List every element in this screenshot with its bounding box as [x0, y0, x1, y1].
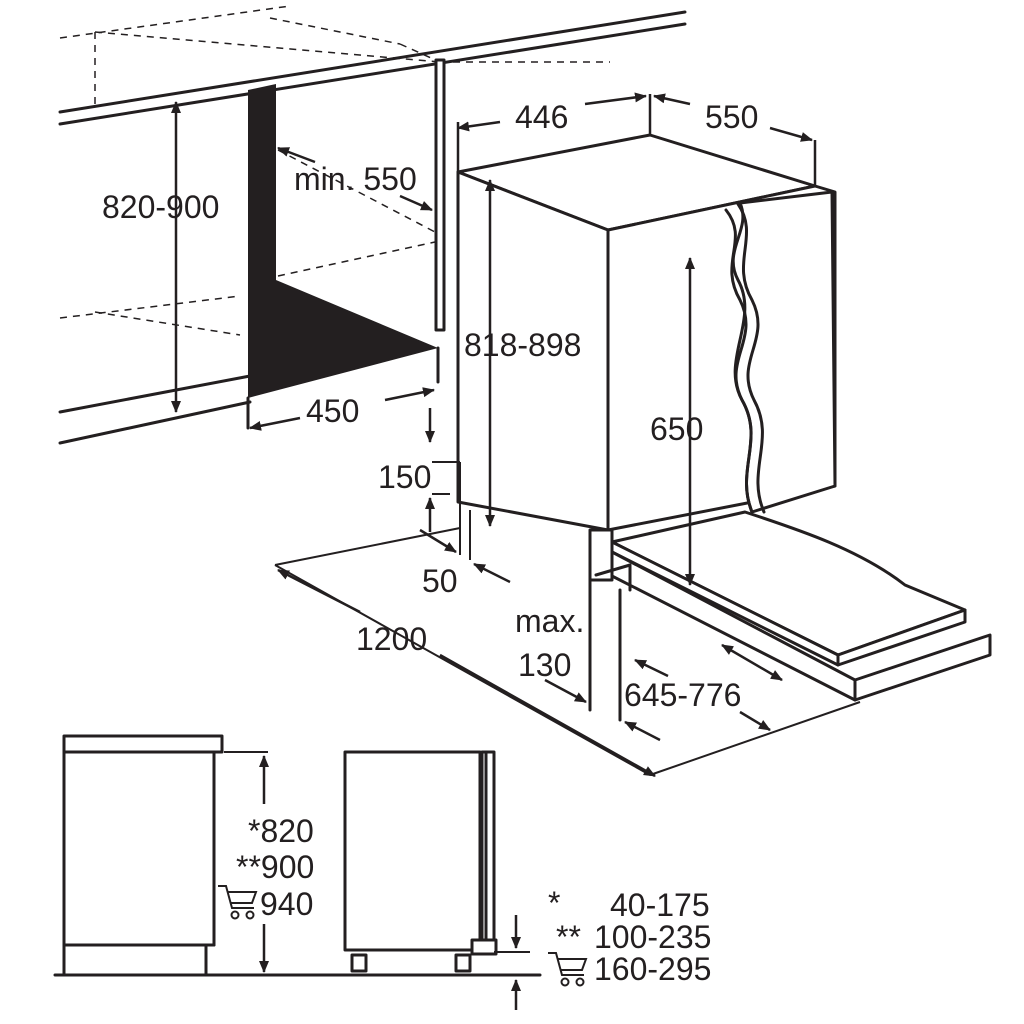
dim-1200: 1200 — [356, 621, 427, 657]
range-2: 100-235 — [594, 919, 711, 955]
cart-icon — [548, 952, 588, 987]
dishwasher-side-view — [343, 750, 530, 1010]
kitchen-unit-side-view — [62, 734, 269, 977]
dim-818-898: 818-898 — [464, 327, 581, 363]
dimension-lines — [171, 92, 817, 778]
height-940: 940 — [260, 886, 313, 922]
dim-max: max. — [515, 603, 584, 639]
dim-820-900: 820-900 — [102, 189, 219, 225]
range-1-mark: * — [548, 885, 560, 921]
dim-650: 650 — [650, 411, 703, 447]
dim-446: 446 — [515, 99, 568, 135]
dim-645-776: 645-776 — [624, 677, 741, 713]
range-1: 40-175 — [610, 887, 710, 923]
dim-450: 450 — [306, 393, 359, 429]
worktop — [58, 10, 687, 445]
dim-50: 50 — [422, 563, 458, 599]
dim-min-550: min. 550 — [294, 161, 417, 197]
range-2-mark: ** — [556, 919, 581, 955]
range-3: 160-295 — [594, 951, 711, 987]
dim-130: 130 — [518, 647, 571, 683]
dim-550-depth: 550 — [705, 99, 758, 135]
height-900: **900 — [236, 849, 314, 885]
cabinet-dashed-outline — [59, 5, 610, 336]
dim-150: 150 — [378, 459, 431, 495]
height-820: *820 — [248, 813, 314, 849]
floor-and-plinth — [432, 461, 992, 722]
niche — [246, 58, 446, 430]
cart-icon — [218, 885, 258, 920]
